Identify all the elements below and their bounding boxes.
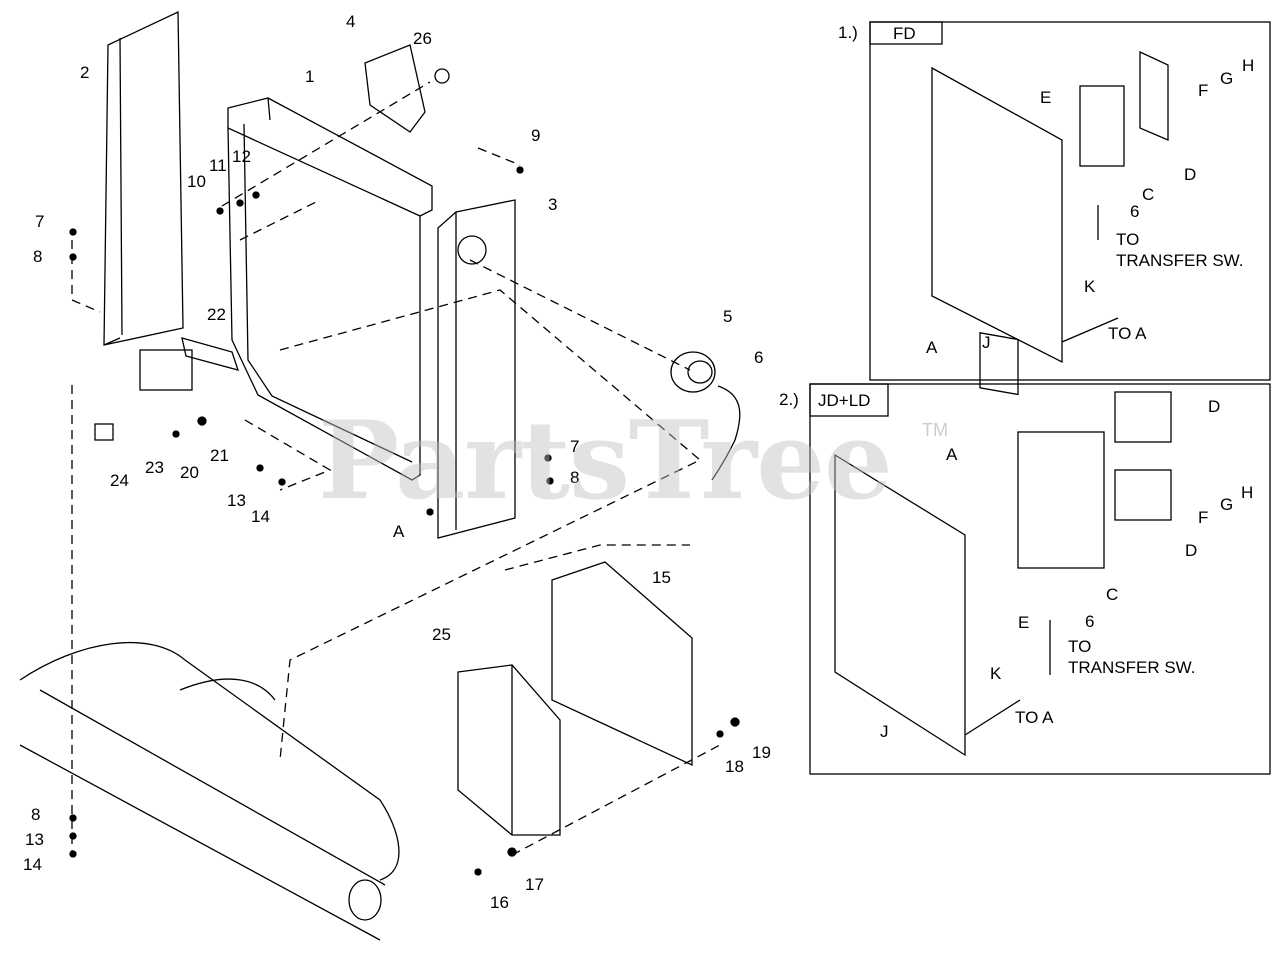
callout-12: 12 xyxy=(232,147,251,166)
callout-7-a: 7 xyxy=(35,212,44,231)
callout-a: A xyxy=(393,522,405,541)
jdld-breaker xyxy=(1017,431,1105,569)
hardware-dots xyxy=(69,166,740,876)
jdld-index: 2.) xyxy=(779,390,799,409)
callout-1: 1 xyxy=(305,67,314,86)
jdld-label-h: H xyxy=(1241,483,1253,502)
jdld-panel xyxy=(834,453,966,757)
jdld-to-a: TO A xyxy=(1015,708,1054,727)
callout-13-a: 13 xyxy=(227,491,246,510)
jdld-label-c: C xyxy=(1106,585,1118,604)
base-frame xyxy=(19,642,400,941)
fd-label-k: K xyxy=(1084,277,1096,296)
jdld-label-g: G xyxy=(1220,495,1233,514)
callout-21: 21 xyxy=(210,446,229,465)
callout-9: 9 xyxy=(531,126,540,145)
jdld-title: JD+LD xyxy=(818,391,870,410)
part-15-bracket xyxy=(551,561,693,767)
callout-14-a: 14 xyxy=(251,507,270,526)
callout-3: 3 xyxy=(548,195,557,214)
part-4-plate xyxy=(364,44,426,133)
callout-24: 24 xyxy=(110,471,129,490)
callout-16: 16 xyxy=(490,893,509,912)
callout-10: 10 xyxy=(187,172,206,191)
callout-19: 19 xyxy=(752,743,771,762)
callout-11: 11 xyxy=(209,156,227,175)
callout-8-b: 8 xyxy=(570,468,579,487)
callout-15: 15 xyxy=(652,568,671,587)
callout-26: 26 xyxy=(413,29,432,48)
leader-lines xyxy=(71,81,721,856)
callout-18: 18 xyxy=(725,757,744,776)
callout-25: 25 xyxy=(432,625,451,644)
part-2-rail xyxy=(103,10,184,346)
fd-label-j: J xyxy=(982,333,991,352)
inset-fd xyxy=(869,21,1271,396)
callout-4: 4 xyxy=(346,12,355,31)
callout-8-a: 8 xyxy=(33,247,42,266)
jdld-label-j: J xyxy=(880,722,889,741)
callout-5: 5 xyxy=(723,307,732,326)
callout-17: 17 xyxy=(525,875,544,894)
fd-label-a: A xyxy=(926,338,938,357)
part-3-panel xyxy=(437,199,516,539)
jdld-label-d1: D xyxy=(1208,397,1220,416)
terminal-blocks xyxy=(94,337,239,441)
callout-2: 2 xyxy=(80,63,89,82)
jdld-label-f: F xyxy=(1198,508,1208,527)
jdld-cover-2 xyxy=(1114,469,1172,521)
callout-labels: 1 2 3 4 5 6 7 8 9 10 11 12 7 8 13 14 A 2… xyxy=(23,12,771,912)
fd-label-f: F xyxy=(1198,81,1208,100)
callout-20: 20 xyxy=(180,463,199,482)
callout-8-c: 8 xyxy=(31,805,40,824)
part-6-cable xyxy=(711,385,741,481)
callout-13-b: 13 xyxy=(25,830,44,849)
main-drawing xyxy=(19,10,741,941)
fd-label-c: C xyxy=(1142,185,1154,204)
fd-breaker xyxy=(1079,85,1125,167)
part-26-grommet xyxy=(434,68,450,84)
fd-title: FD xyxy=(893,24,916,43)
inset-jdld-labels: 2.) JD+LD D A H G F D C E 6 TO TRANSFER … xyxy=(779,390,1253,741)
jdld-to: TO xyxy=(1068,637,1091,656)
fd-label-g: G xyxy=(1220,69,1233,88)
fd-label-e: E xyxy=(1040,88,1051,107)
fd-panel xyxy=(931,66,1063,364)
fd-to: TO xyxy=(1116,230,1139,249)
jdld-label-d2: D xyxy=(1185,541,1197,560)
callout-23: 23 xyxy=(145,458,164,477)
jdld-cover-1 xyxy=(1114,391,1172,443)
jdld-transfer-sw: TRANSFER SW. xyxy=(1068,658,1196,677)
jdld-label-a: A xyxy=(946,445,958,464)
fd-label-h: H xyxy=(1242,56,1254,75)
part-1-frame xyxy=(227,97,433,481)
fd-transfer-sw: TRANSFER SW. xyxy=(1116,251,1244,270)
fd-cover xyxy=(1139,50,1169,141)
fd-index: 1.) xyxy=(838,23,858,42)
fd-label-6: 6 xyxy=(1130,202,1139,221)
callout-14-b: 14 xyxy=(23,855,42,874)
jdld-label-k: K xyxy=(990,664,1002,683)
callout-6: 6 xyxy=(754,348,763,367)
inset-fd-labels: 1.) FD E H G F C D 6 TO TRANSFER SW. K T… xyxy=(838,23,1254,357)
fd-label-d: D xyxy=(1184,165,1196,184)
callout-22: 22 xyxy=(207,305,226,324)
part-5-grommet xyxy=(670,351,716,393)
inset-jdld xyxy=(809,383,1271,775)
part-25-module xyxy=(457,664,561,836)
fd-to-a: TO A xyxy=(1108,324,1147,343)
jdld-label-e: E xyxy=(1018,613,1029,632)
callout-7-b: 7 xyxy=(570,437,579,456)
jdld-label-6: 6 xyxy=(1085,612,1094,631)
